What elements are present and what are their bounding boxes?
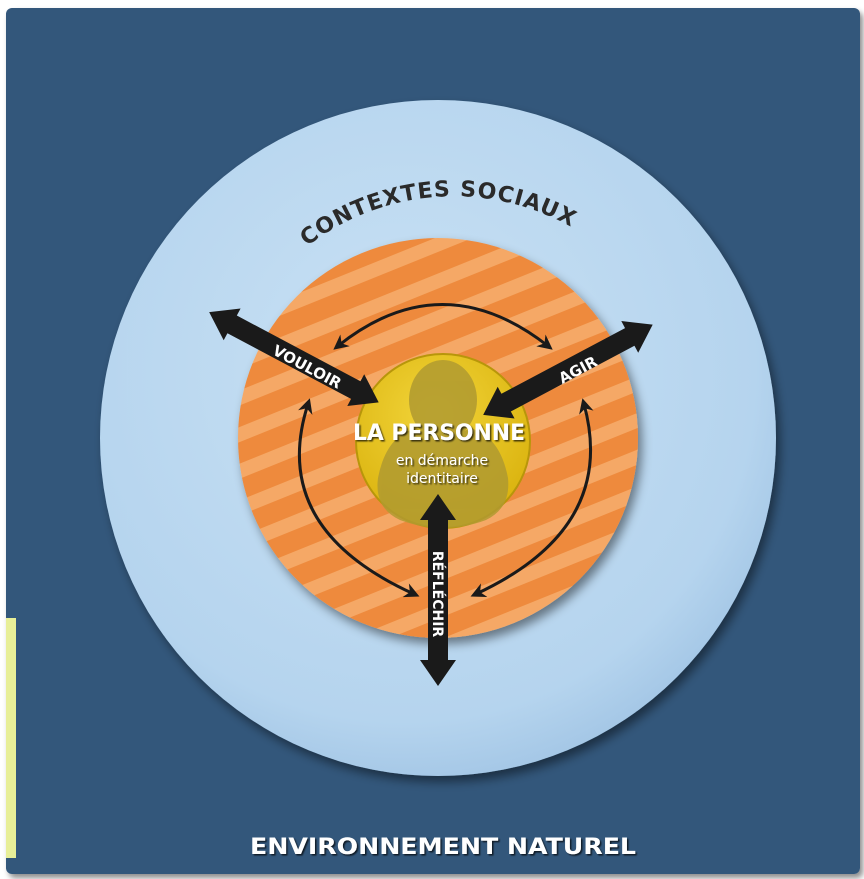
environment-panel: VOULOIR AGIR RÉFLÉCHIR LA PERSONNE en dé… [6, 8, 860, 874]
curved-arrow-right [470, 398, 594, 598]
curved-arrow-left [297, 398, 420, 598]
natural-environment-label: ENVIRONNEMENT NATUREL [250, 835, 636, 860]
left-edge-stripe [6, 618, 16, 858]
center-subtitle-line-2: identitaire [406, 471, 478, 487]
center-subtitle-line-1: en démarche [396, 453, 488, 469]
connector-arrows [297, 303, 594, 598]
curved-arrow-top [333, 303, 553, 350]
arrow-reflechir: RÉFLÉCHIR [420, 494, 456, 686]
diagram-svg: VOULOIR AGIR RÉFLÉCHIR LA PERSONNE en dé… [6, 8, 860, 874]
center-title: LA PERSONNE [353, 421, 525, 446]
arrow-label-reflechir: RÉFLÉCHIR [429, 551, 446, 638]
